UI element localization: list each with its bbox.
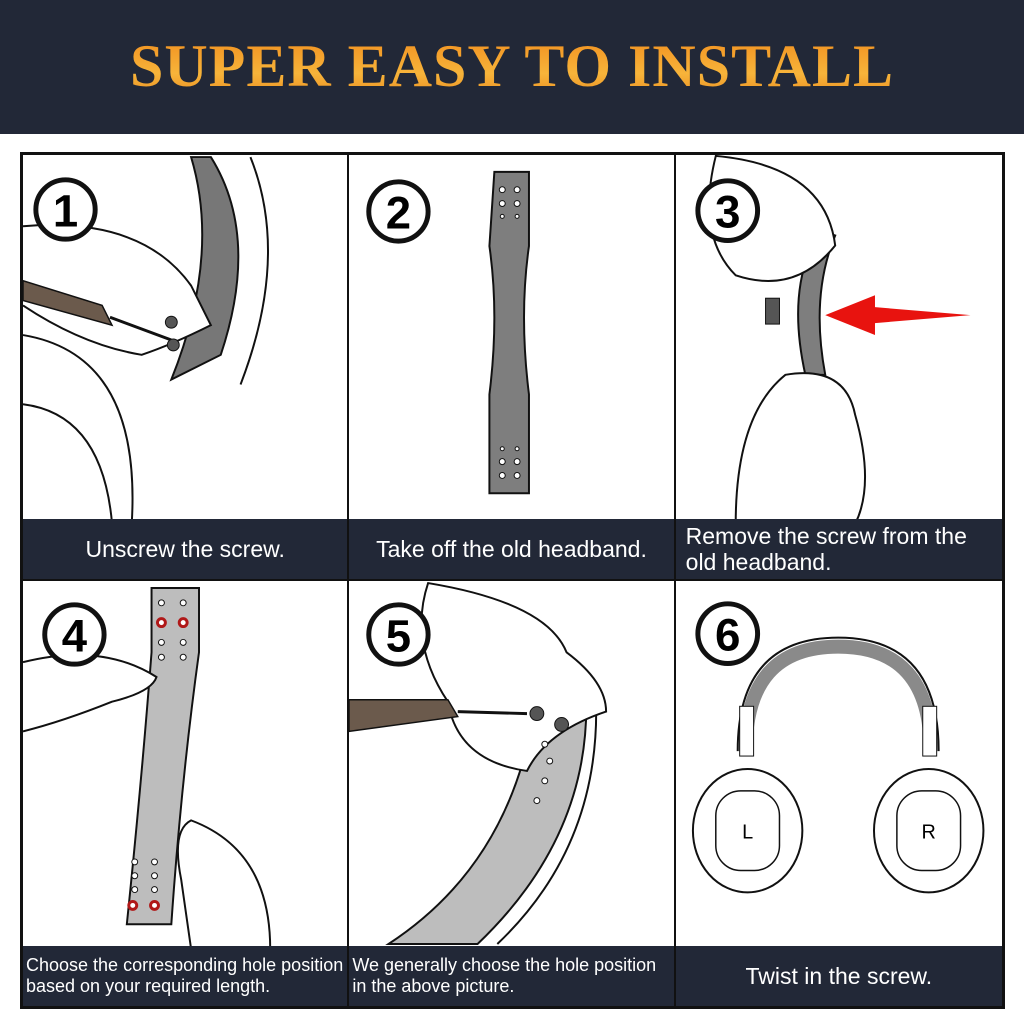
step-caption: Take off the old headband. xyxy=(349,518,674,579)
step-caption: We generally choose the hole position in… xyxy=(349,946,674,1006)
old-headband-illustration: 2 xyxy=(366,170,531,495)
step-1: 1 Unscrew the screw. xyxy=(23,155,350,581)
step-caption: Choose the corresponding hole position b… xyxy=(23,946,348,1006)
step-caption: Unscrew the screw. xyxy=(23,518,348,579)
step-3: 3 Remove the screw from the old headband… xyxy=(675,155,1002,581)
left-earcup-label: L xyxy=(742,821,753,843)
step-number: 5 xyxy=(386,610,411,661)
choose-hole-illustration: 4 xyxy=(23,586,272,949)
step-2: 2 Take off the old headband. xyxy=(349,155,676,581)
step-number: 2 xyxy=(386,187,411,238)
unscrew-illustration: 1 xyxy=(23,156,269,524)
remove-screw-illustration: 3 xyxy=(695,155,971,525)
step-5: 5 We generally choose the hole position … xyxy=(349,580,676,1006)
step-number: 1 xyxy=(53,185,78,236)
header-banner: SUPER EASY TO INSTALL xyxy=(0,0,1024,134)
step-6: L R 6 Twist in the screw. xyxy=(675,581,1002,1006)
step-caption: Twist in the screw. xyxy=(675,946,1002,1006)
steps-grid: 1 Unscrew the screw. 2 Take off the old … xyxy=(20,152,1005,1009)
screw-in-illustration: 5 xyxy=(349,581,608,945)
right-earcup-label: R xyxy=(921,821,935,843)
headphones-illustration: L R 6 xyxy=(691,600,985,893)
step-4: 4 Choose the corresponding hole position… xyxy=(23,580,350,1006)
step-number: 4 xyxy=(62,610,88,661)
step-caption: Remove the screw from the old headband. xyxy=(675,518,1002,579)
page-title: SUPER EASY TO INSTALL xyxy=(129,32,895,99)
step-number: 6 xyxy=(715,609,740,660)
step-number: 3 xyxy=(715,187,740,238)
